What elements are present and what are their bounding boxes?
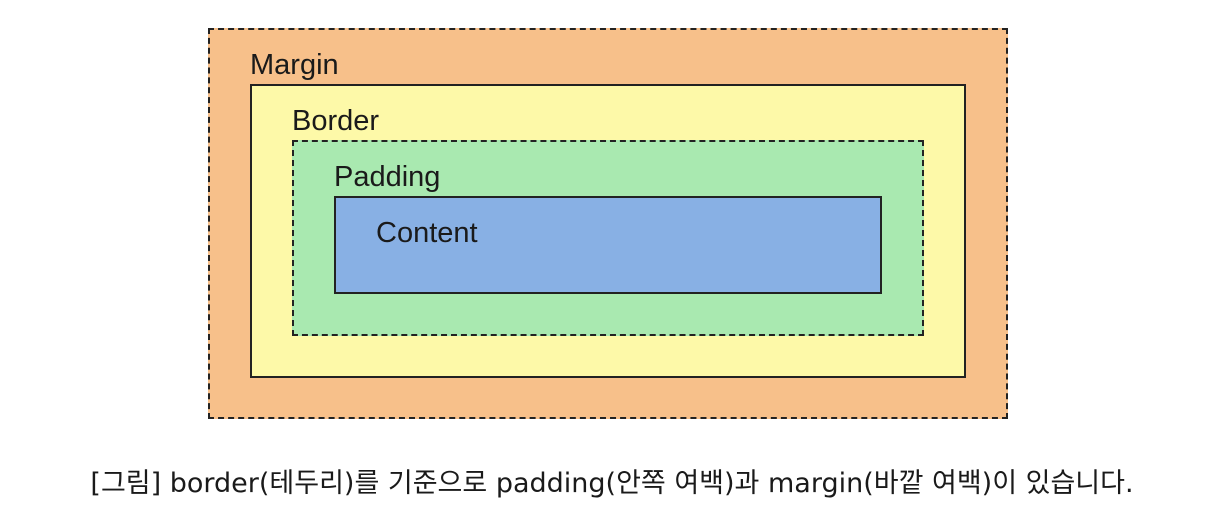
content-label: Content <box>376 217 478 249</box>
margin-label: Margin <box>250 49 339 81</box>
figure-caption: [그림] border(테두리)를 기준으로 padding(안쪽 여백)과 m… <box>90 468 1134 499</box>
content-box <box>334 196 882 294</box>
padding-label: Padding <box>334 161 441 193</box>
border-label: Border <box>292 105 380 137</box>
